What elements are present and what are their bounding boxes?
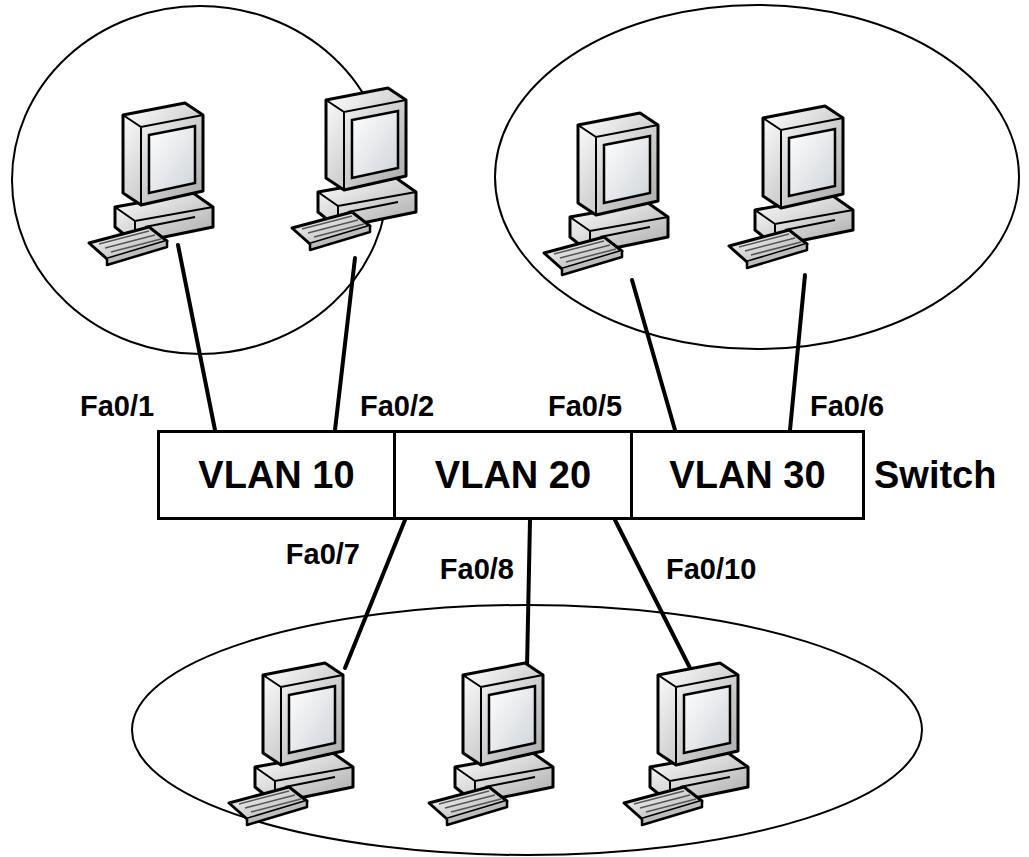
vlan-cell: VLAN 20 bbox=[393, 433, 630, 517]
port-label: Fa0/10 bbox=[666, 555, 756, 584]
switch-label: Switch bbox=[874, 454, 996, 497]
port-label: Fa0/1 bbox=[80, 392, 154, 421]
port-label: Fa0/8 bbox=[440, 555, 514, 584]
port-label: Fa0/5 bbox=[548, 392, 622, 421]
port-label: Fa0/7 bbox=[286, 540, 360, 569]
vlan-cell: VLAN 30 bbox=[630, 433, 862, 517]
switch-box: SwitchVLAN 10VLAN 20VLAN 30 bbox=[157, 430, 865, 520]
group-ellipse bbox=[495, 5, 1019, 349]
vlan-label: VLAN 10 bbox=[198, 454, 354, 497]
port-label: Fa0/6 bbox=[810, 392, 884, 421]
vlan-label: VLAN 30 bbox=[669, 454, 825, 497]
vlan-cell: VLAN 10 bbox=[160, 433, 393, 517]
vlan-label: VLAN 20 bbox=[435, 454, 591, 497]
computer-icons bbox=[89, 88, 853, 825]
port-label: Fa0/2 bbox=[360, 392, 434, 421]
